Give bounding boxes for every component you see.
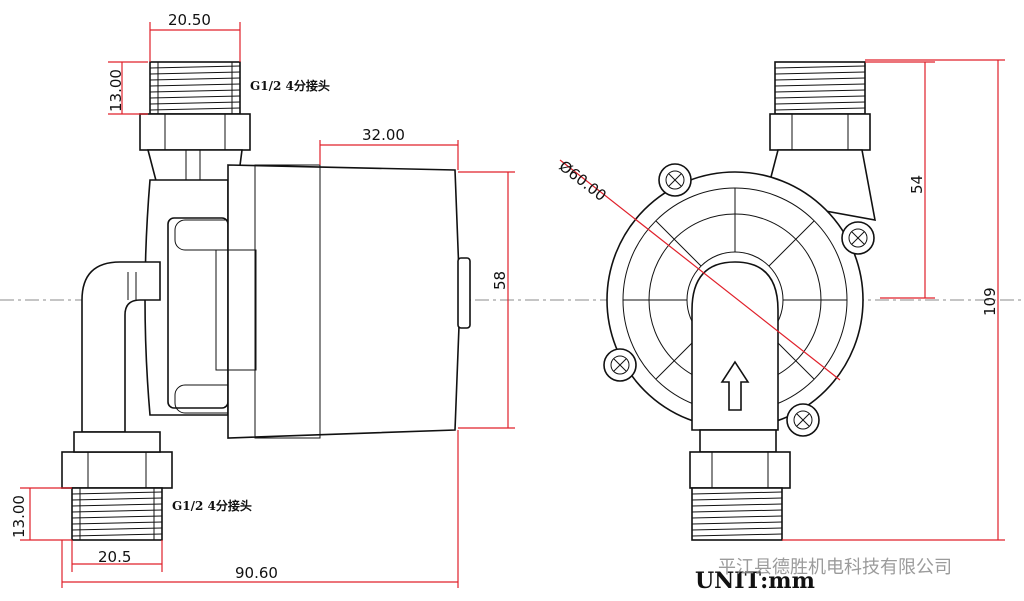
side-view-dimensions: 20.50 13.00 32.00 58 13.00 20.5 90.60 [10,11,515,588]
outlet-hex-nut [769,113,871,151]
bottom-hex-nut [61,451,173,489]
unit-label: UNIT:mm [695,568,815,594]
dim-overall-length: 90.60 [235,564,278,582]
inlet-collar [699,429,777,453]
inlet-thread [691,487,783,541]
motor-end-cap-boss [457,257,471,329]
dim-outlet-height: 54 [908,175,926,194]
outlet-thread-lines [774,65,866,111]
side-view [61,61,471,541]
outlet-thread [774,61,866,115]
bottom-connector-label: G1/2 4分接头 [172,498,252,513]
bottom-thread [71,487,163,541]
top-hex-nut [139,113,251,151]
dim-motor-length: 32.00 [362,126,405,144]
front-view [603,61,876,541]
top-connector-label: G1/2 4分接头 [250,78,330,93]
motor-housing [227,164,461,439]
flow-arrow-icon [720,360,750,411]
screw-bottom-right [786,403,820,437]
dim-bottom-thread-width: 20.5 [98,548,131,566]
inlet-thread-lines [691,491,783,537]
screw-left [603,348,637,382]
bottom-thread-lines [71,488,163,540]
dim-top-thread-width: 20.50 [168,11,211,29]
screw-right [841,221,875,255]
dim-motor-height: 58 [491,271,509,290]
inlet-pipe [691,261,779,431]
company-watermark: 平江县德胜机电科技有限公司 [718,557,952,578]
screw-top-left [658,163,692,197]
bottom-collar [73,431,161,453]
dim-top-thread-height: 13.00 [107,69,125,112]
dim-diameter: Ø60.00 [556,157,610,205]
dim-overall-height: 109 [981,287,999,316]
top-thread-lines [149,62,241,114]
dim-bottom-thread-height: 13.00 [10,495,28,538]
inlet-elbow [81,261,161,433]
top-thread [149,61,241,115]
inlet-hex-nut [689,451,791,489]
